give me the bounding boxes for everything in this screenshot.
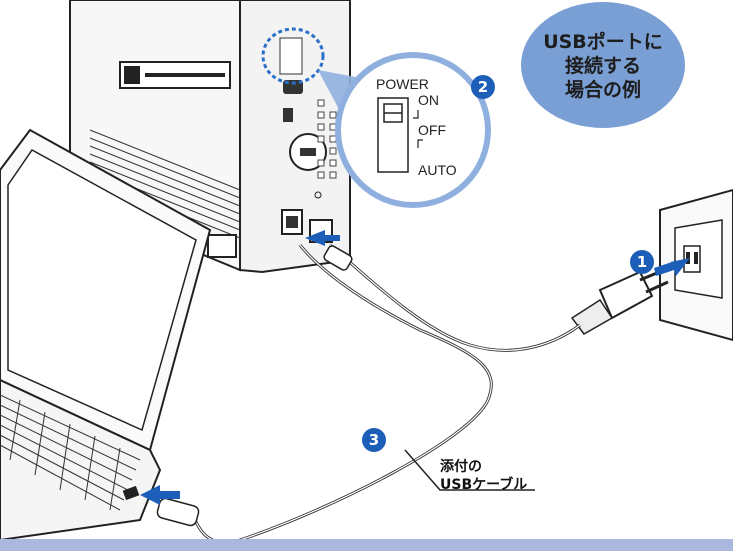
- usb-b-plug: [323, 245, 353, 271]
- step-3-badge: 3: [362, 428, 386, 452]
- wall-outlet: [659, 188, 733, 342]
- note-bubble-text: USBポートに 接続する 場合の例: [528, 30, 678, 102]
- switch-highlight: [261, 27, 325, 85]
- power-plug: [570, 268, 669, 335]
- cable-label-line-1: 添付の: [440, 459, 482, 475]
- arrow-usb-laptop: [140, 485, 180, 505]
- cable-label-line-2: USBケーブル: [440, 477, 528, 493]
- switch-title: POWER: [376, 76, 429, 92]
- note-bubble: [521, 2, 685, 128]
- switch-auto-label: AUTO: [418, 162, 457, 178]
- switch-zoom-circle: [335, 52, 491, 208]
- bottom-bar: [0, 539, 733, 551]
- laptop: [0, 128, 212, 542]
- usb-a-plug: [156, 497, 200, 527]
- switch-on-label: ON: [418, 92, 439, 108]
- note-line-1: USBポートに: [543, 31, 663, 53]
- keyboard: [0, 394, 141, 511]
- arrow-usb-drive: [305, 230, 340, 246]
- cable-label: 添付の USBケーブル: [440, 458, 527, 494]
- power-cable: [329, 243, 581, 352]
- note-line-3: 場合の例: [564, 79, 641, 101]
- arrow-power-outlet: [654, 258, 690, 276]
- step-1-badge: 1: [630, 250, 654, 274]
- note-line-2: 接続する: [564, 55, 641, 77]
- switch-off-label: OFF: [418, 122, 446, 138]
- cable-label-leader: [404, 449, 535, 491]
- step-2-badge: 2: [471, 75, 495, 99]
